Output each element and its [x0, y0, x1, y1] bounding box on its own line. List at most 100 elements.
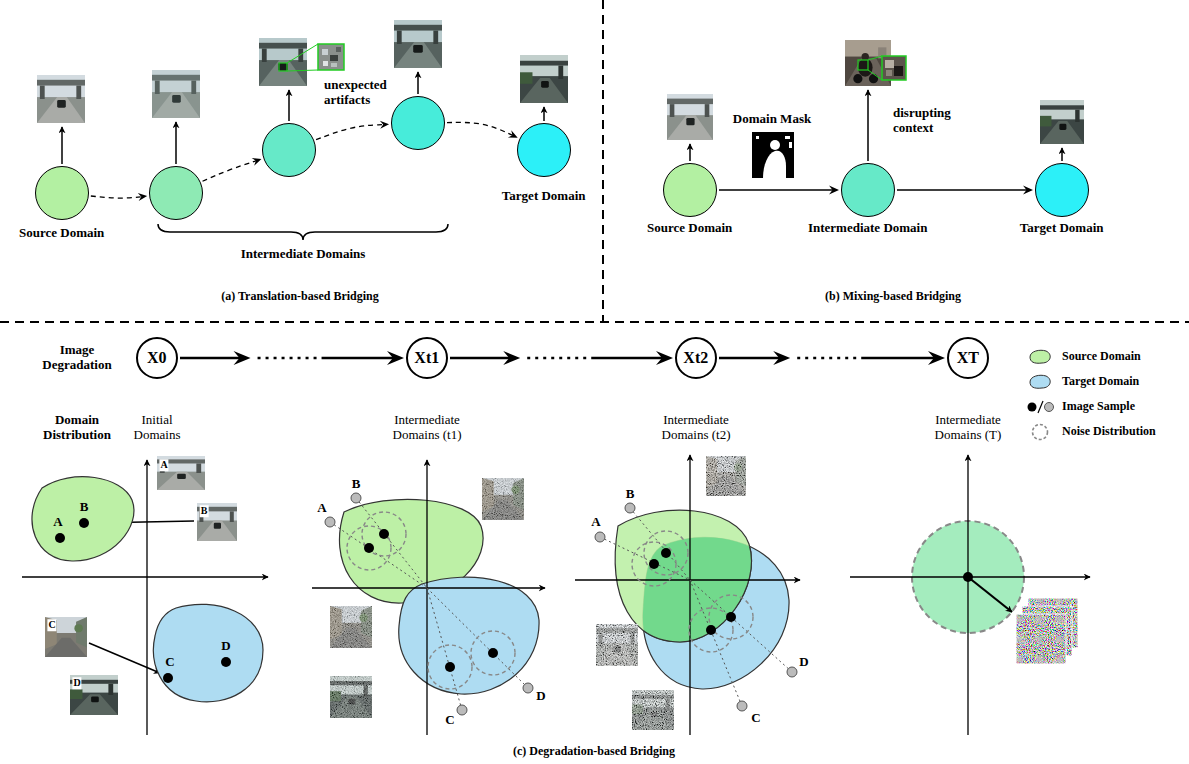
noise-circle — [347, 512, 753, 689]
plot-axis-part — [146, 460, 147, 735]
sample-image-part — [1040, 100, 1084, 144]
connector — [719, 351, 945, 365]
connector-line — [447, 122, 513, 135]
zoom-callout-part — [330, 55, 338, 61]
zoom-callout-part — [336, 47, 341, 52]
plot-axis-part — [689, 455, 690, 735]
plot-axis-part — [967, 455, 968, 735]
sample-point-part — [351, 493, 361, 503]
domain-blob — [32, 477, 1024, 702]
connector-line — [180, 357, 394, 359]
image-arrow-part — [867, 90, 869, 161]
column-label: Initial Domains — [125, 413, 189, 443]
zoom-callout-part — [868, 56, 882, 60]
sample-point-part — [325, 517, 335, 527]
sample-dot — [1045, 402, 1054, 411]
image-arrow-part — [61, 127, 63, 164]
connector-line — [316, 125, 384, 140]
legend: Source DomainTarget DomainImage SampleNo… — [1026, 344, 1156, 444]
connector-line — [719, 189, 833, 191]
arrowhead — [234, 351, 251, 365]
image-letter: B — [200, 505, 209, 517]
point-label: A — [53, 515, 62, 530]
sample-point-part — [488, 648, 498, 658]
brace — [158, 224, 448, 240]
image-arrow-part — [175, 122, 177, 164]
connector-line — [450, 357, 663, 359]
noisy-image-part — [1016, 614, 1066, 664]
legend-swatch — [1026, 373, 1056, 391]
arrowhead — [1023, 186, 1033, 195]
legend-sample — [1026, 423, 1056, 441]
connector-line — [719, 357, 935, 359]
node-label: XT — [957, 349, 979, 367]
point-label: B — [80, 500, 89, 515]
domain-circle: Source Domain — [35, 166, 89, 220]
domain-mask — [752, 132, 794, 178]
sample-point-part — [661, 548, 671, 558]
zoom-callout-part — [279, 63, 287, 71]
zoom-callout-part — [322, 49, 328, 55]
domain-mask-part — [763, 151, 786, 178]
sample-point-part — [787, 667, 797, 677]
sample-point-part — [523, 683, 533, 693]
point-label: D — [799, 655, 808, 670]
domain-mask-part — [756, 136, 759, 139]
connector-line — [91, 196, 142, 198]
image-letter: D — [72, 677, 81, 689]
sample-point — [55, 493, 973, 715]
sample-image-part — [152, 70, 200, 118]
sample-point-part — [737, 701, 747, 711]
subfigure-caption: (a) Translation-based Bridging — [221, 290, 379, 304]
trajectory-line-part — [690, 580, 792, 672]
group-label: Intermediate Domains — [241, 247, 366, 262]
trajectory-line-part — [427, 588, 462, 710]
legend-sample — [1026, 373, 1056, 391]
separator-line — [0, 0, 1189, 322]
arrowhead — [503, 351, 520, 365]
sample-point-part — [55, 533, 65, 543]
point-label: C — [751, 711, 760, 726]
sample-image-part — [667, 94, 713, 140]
noise-circle-part — [471, 631, 515, 675]
sample-image — [37, 20, 1084, 715]
noisy-image-part — [632, 690, 674, 730]
noisy-image-part — [596, 624, 638, 666]
noise-circle-part — [362, 512, 406, 556]
legend-swatch — [1026, 423, 1056, 441]
point-label: B — [626, 487, 635, 502]
point-label: A — [317, 501, 326, 516]
legend-swatch — [1026, 348, 1056, 366]
sample-image-part — [152, 70, 200, 118]
arrowhead — [928, 351, 945, 365]
connector — [450, 351, 673, 365]
noisy-image-part — [330, 676, 372, 718]
separator-line-part — [602, 0, 604, 322]
sample-point-part — [79, 518, 89, 528]
node-label: Target Domain — [502, 188, 586, 203]
zoom-callout-part — [882, 56, 906, 80]
column-label: Intermediate Domains (T) — [933, 413, 1003, 443]
node-label: Xt1 — [414, 349, 439, 367]
mask-label: Domain Mask — [733, 112, 811, 127]
sample-point-part — [726, 612, 736, 622]
noisy-image-part — [632, 690, 674, 730]
noise-circle-part — [689, 608, 733, 652]
zoom-callout-part — [882, 56, 906, 80]
connector — [447, 122, 518, 137]
sample-point-part — [595, 532, 605, 542]
zoom-callout-part — [318, 44, 344, 70]
connector — [203, 158, 262, 181]
noisy-image-part — [482, 478, 524, 520]
legend-row: Source Domain — [1026, 344, 1156, 369]
point-label: D — [221, 639, 230, 654]
row-label: Image Degradation — [31, 343, 123, 373]
node-label: Source Domain — [647, 220, 732, 235]
sample-image-part — [259, 38, 307, 86]
point-label: B — [352, 477, 361, 492]
legend-sample — [1026, 348, 1056, 366]
noisy-image-part — [596, 624, 638, 666]
zoom-callout-part — [885, 60, 894, 68]
trajectory-line-part — [356, 498, 427, 588]
point-label: C — [445, 713, 454, 728]
